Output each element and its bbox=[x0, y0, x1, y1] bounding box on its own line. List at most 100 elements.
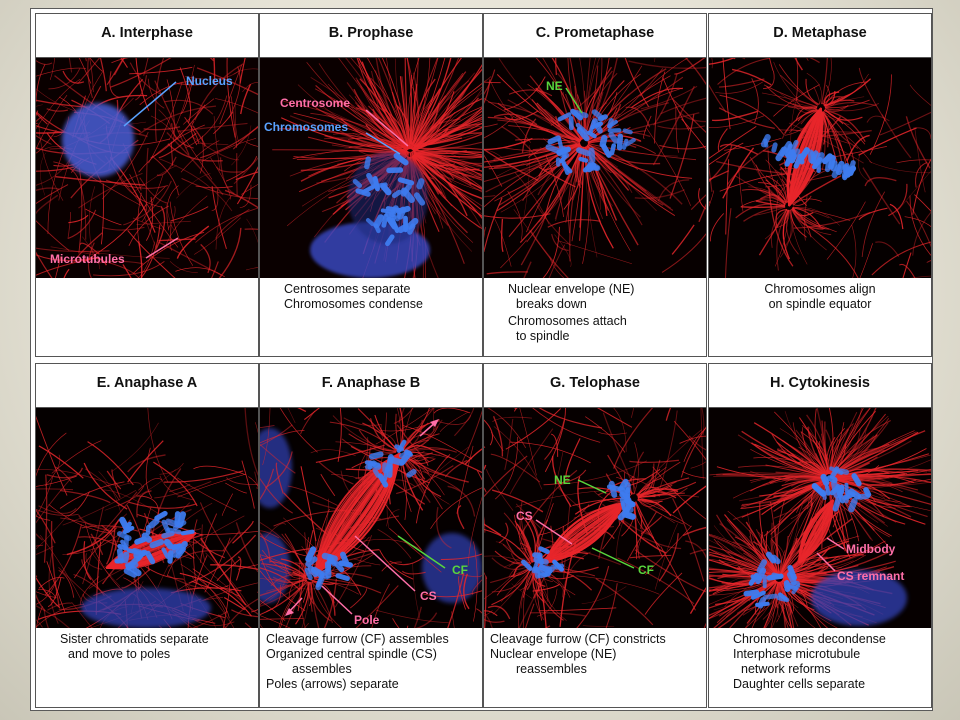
microtubule-fiber bbox=[476, 470, 482, 481]
microtubule-fiber bbox=[38, 577, 65, 589]
panel-title: A. Interphase bbox=[36, 14, 258, 58]
microtubule-fiber bbox=[415, 612, 438, 628]
microtubule-fiber bbox=[504, 110, 539, 121]
microtubule-fiber bbox=[507, 99, 581, 142]
microtubule-fiber bbox=[36, 475, 77, 487]
microtubule-fiber bbox=[741, 479, 826, 508]
microtubule-fiber bbox=[440, 553, 482, 561]
microtubule-fiber bbox=[700, 408, 704, 480]
microtubule-fiber bbox=[725, 159, 730, 235]
microtubule-fiber bbox=[36, 254, 87, 261]
microtubule-fiber bbox=[157, 564, 170, 589]
microtubule-fiber bbox=[413, 141, 482, 150]
spindle-fiber bbox=[798, 499, 834, 564]
microtubule-fiber bbox=[36, 131, 64, 134]
microtubule-fiber bbox=[669, 114, 695, 199]
microtubule-fiber bbox=[782, 557, 841, 577]
microtubule-fiber bbox=[265, 565, 307, 578]
microtubule-fiber bbox=[709, 578, 776, 596]
microtubule-fiber bbox=[780, 541, 809, 575]
microtubule-fiber bbox=[895, 170, 931, 214]
microtubule-fiber bbox=[866, 115, 890, 123]
microtubule-fiber bbox=[779, 581, 792, 616]
microtubule-fiber bbox=[224, 598, 258, 628]
chromosome bbox=[307, 565, 319, 578]
microtubule-fiber bbox=[716, 474, 826, 479]
microtubule-fiber bbox=[403, 419, 443, 452]
microtubule-fiber bbox=[545, 155, 564, 218]
microtubule-fiber bbox=[260, 578, 307, 597]
microtubule-fiber bbox=[355, 585, 399, 628]
microtubule-fiber bbox=[310, 581, 332, 622]
microtubule-fiber bbox=[487, 116, 571, 144]
microtubule-fiber bbox=[523, 524, 534, 563]
microtubule-fiber bbox=[423, 590, 482, 598]
microtubule-fiber bbox=[617, 557, 695, 605]
spindle-fiber bbox=[798, 499, 834, 564]
microtubule-fiber bbox=[260, 468, 275, 501]
microtubule-fiber bbox=[356, 138, 407, 149]
microtubule-fiber bbox=[635, 501, 661, 547]
microtubule-fiber bbox=[808, 226, 859, 278]
caption-line: and move to poles bbox=[68, 647, 171, 661]
microtubule-fiber bbox=[769, 58, 774, 72]
microtubule-fiber bbox=[402, 408, 435, 451]
chromosome bbox=[326, 556, 332, 572]
chromosome bbox=[391, 189, 402, 199]
microtubule-fiber bbox=[468, 496, 482, 566]
microtubule-fiber bbox=[529, 230, 569, 278]
microtubule-fiber bbox=[802, 424, 829, 475]
chromosome bbox=[180, 529, 195, 536]
microtubule-fiber bbox=[491, 489, 544, 513]
microtubule-fiber bbox=[484, 528, 532, 564]
microtubule-fiber bbox=[36, 194, 59, 215]
microtubule-fiber bbox=[685, 540, 706, 559]
spindle-fiber bbox=[798, 499, 834, 564]
microtubule-fiber bbox=[153, 461, 198, 507]
microtubule-fiber bbox=[764, 209, 787, 240]
microtubule-fiber bbox=[776, 209, 789, 271]
microtubule-fiber bbox=[222, 558, 233, 628]
microtubule-fiber bbox=[260, 600, 286, 622]
microtubule-fiber bbox=[709, 142, 744, 166]
microtubule-fiber bbox=[223, 597, 246, 611]
microtubule-fiber bbox=[409, 83, 418, 145]
microtubule-fiber bbox=[334, 534, 373, 608]
microtubule-fiber bbox=[266, 578, 307, 592]
microtubule-fiber bbox=[413, 133, 482, 153]
microtubule-fiber bbox=[605, 583, 618, 628]
microtubule-fiber bbox=[735, 203, 786, 219]
microtubule-fiber bbox=[215, 98, 258, 114]
microtubule-fiber bbox=[357, 451, 368, 481]
microtubule-fiber bbox=[279, 408, 318, 453]
microtubule-fiber bbox=[685, 58, 706, 86]
microtubule-fiber bbox=[158, 132, 197, 159]
caption-line: Cleavage furrow (CF) assembles bbox=[266, 632, 449, 646]
microtubule-fiber bbox=[525, 143, 581, 167]
chromosome bbox=[365, 218, 375, 226]
chromosome bbox=[366, 172, 378, 189]
microtubule-fiber bbox=[763, 84, 818, 107]
microtubule-fiber bbox=[671, 224, 695, 255]
microtubule-fiber bbox=[68, 209, 97, 239]
microtubule-fiber bbox=[430, 487, 482, 529]
microtubule-fiber bbox=[698, 188, 706, 210]
microtubule-fiber bbox=[36, 576, 61, 609]
microtubule-fiber bbox=[309, 581, 313, 607]
microtubule-fiber bbox=[597, 408, 633, 428]
microtubule-fiber bbox=[640, 85, 698, 110]
label-nucleus: Nucleus bbox=[186, 74, 233, 88]
microtubule-fiber bbox=[260, 424, 293, 447]
microtubule-fiber bbox=[543, 108, 582, 141]
microtubule-fiber bbox=[778, 535, 789, 575]
microtubule-fiber bbox=[629, 554, 672, 559]
microtubule-fiber bbox=[255, 422, 258, 434]
microtubule-fiber bbox=[359, 539, 423, 551]
microtubule-fiber bbox=[73, 527, 118, 579]
microtubule-fiber bbox=[793, 211, 871, 229]
microtubule-fiber bbox=[652, 459, 661, 489]
microtubule-fiber bbox=[505, 408, 562, 450]
microtubule-fiber bbox=[83, 257, 108, 266]
chromosome bbox=[607, 119, 618, 129]
